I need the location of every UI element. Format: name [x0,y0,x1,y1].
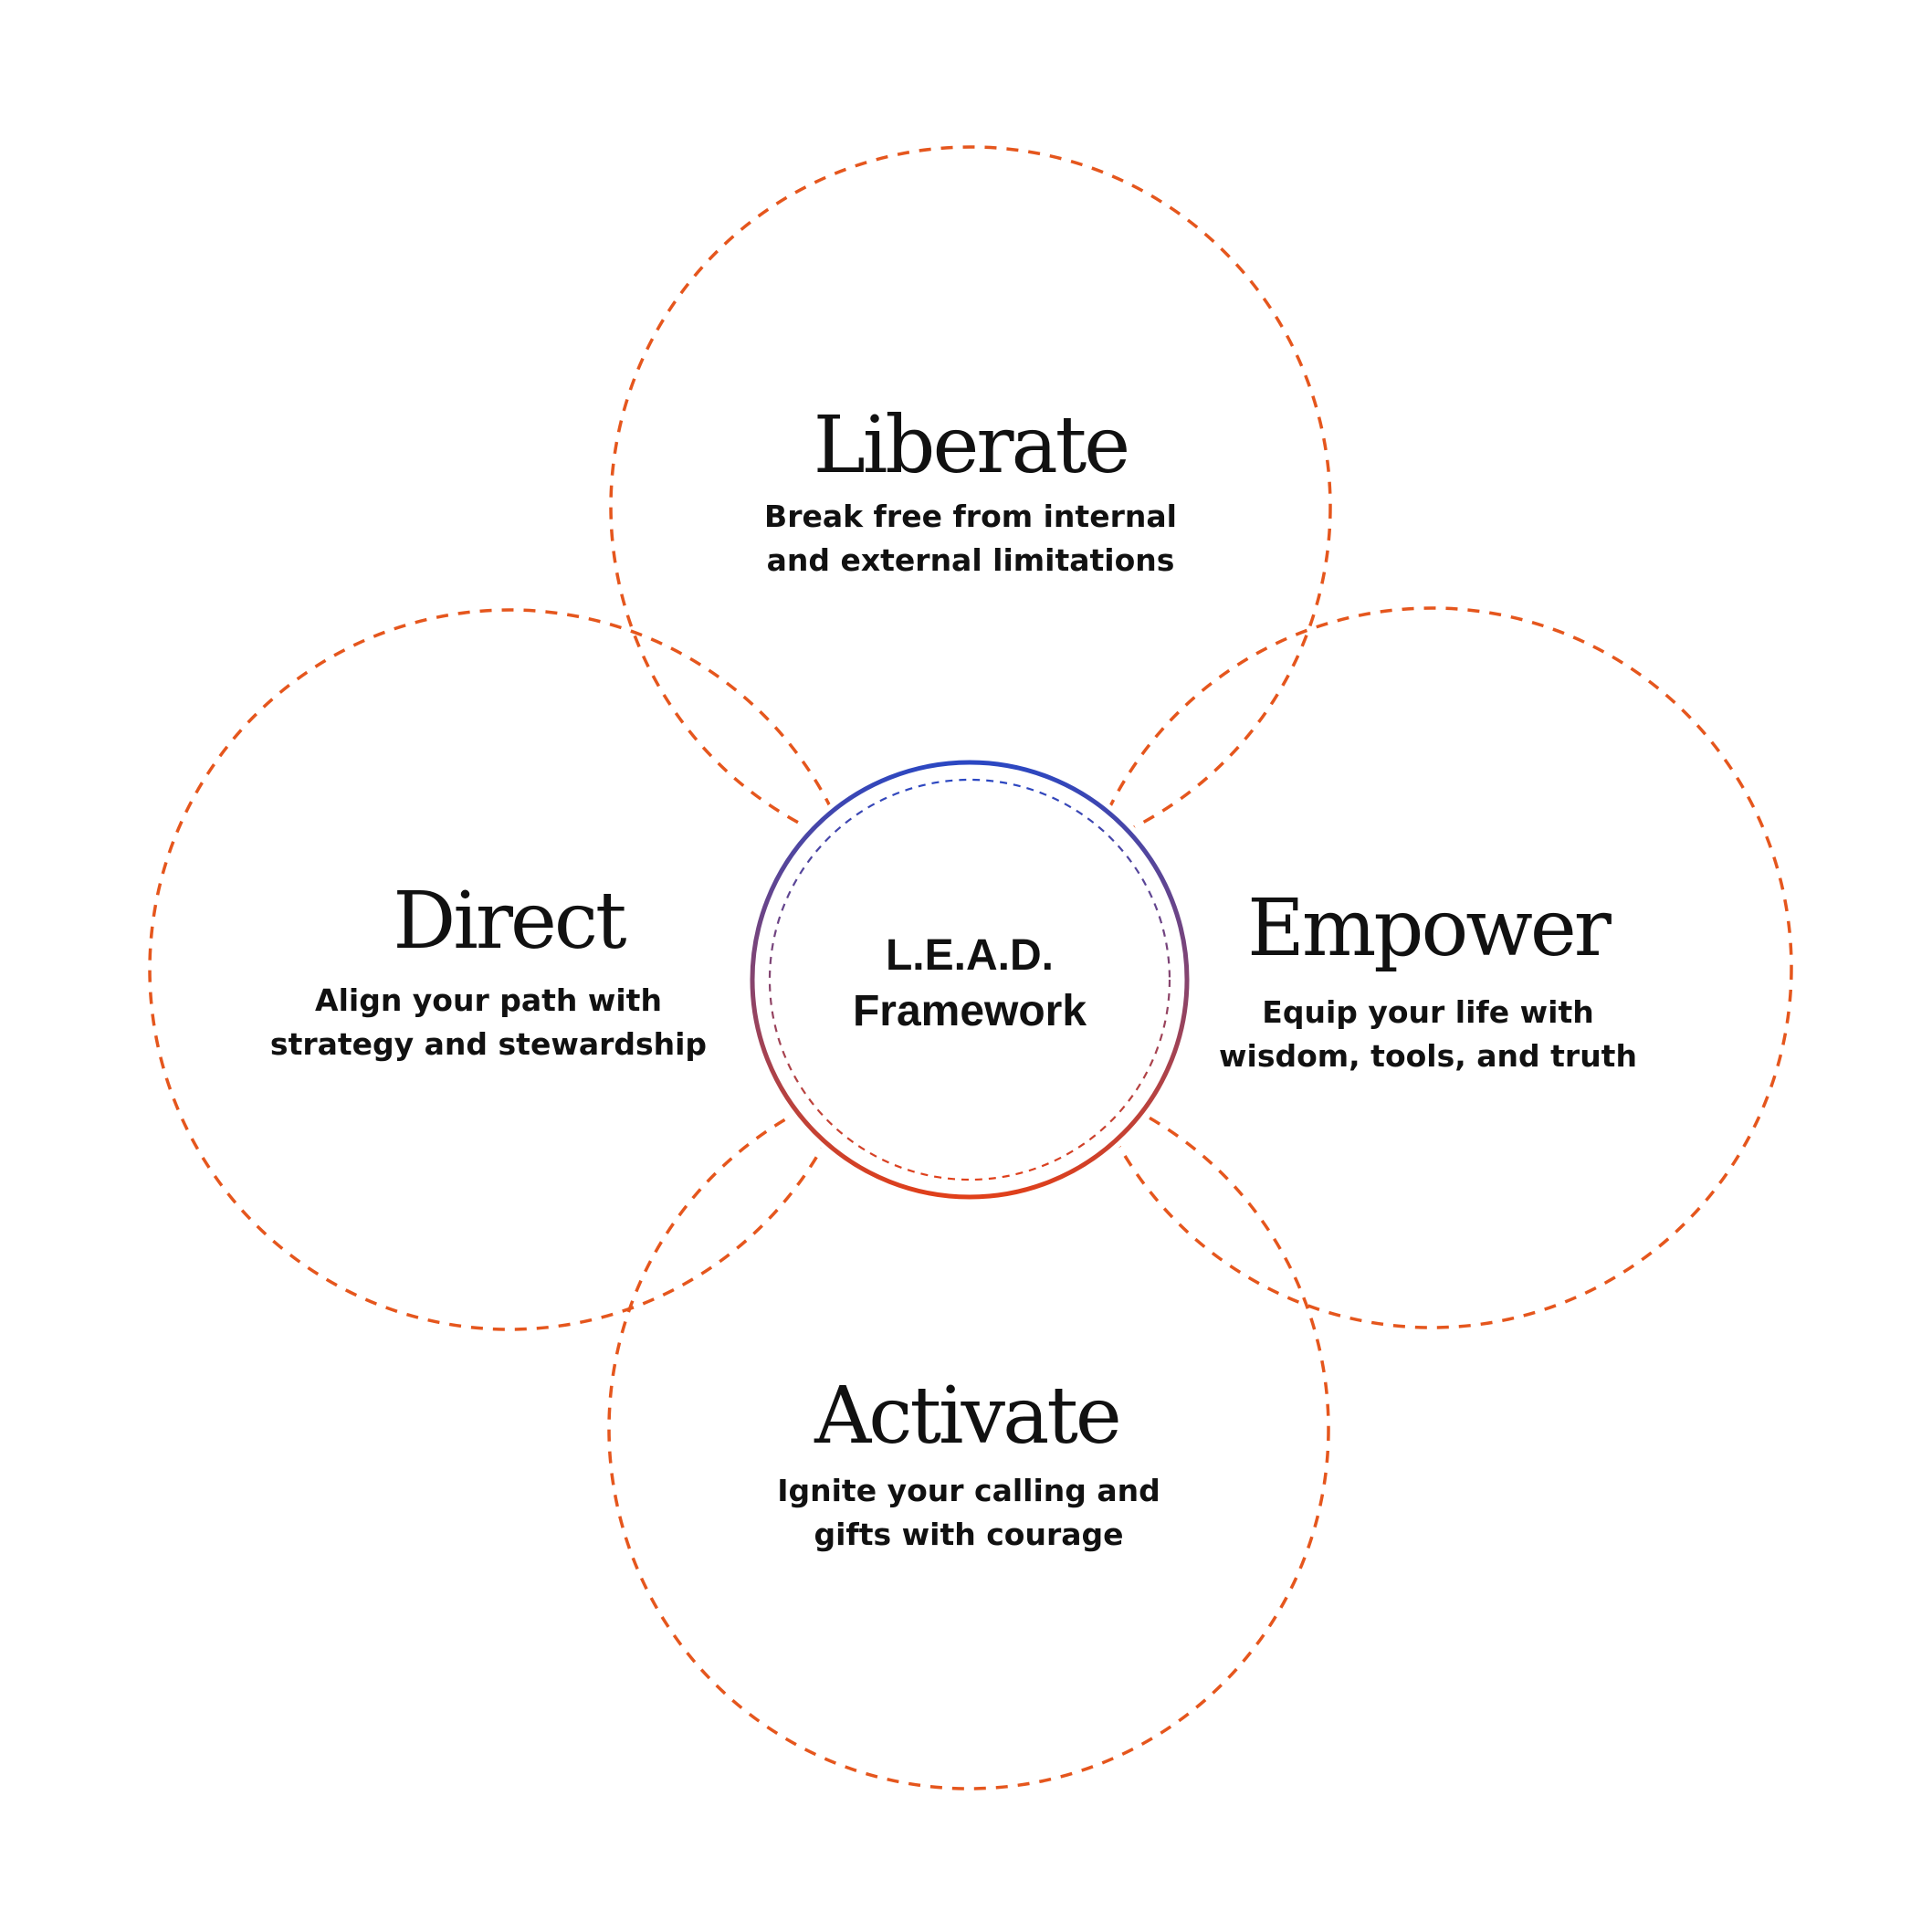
liberate-desc-line1: Break free from internal [764,499,1177,534]
empower-circle [1070,606,1793,1329]
liberate-desc-line2: and external limitations [767,542,1175,578]
empower-desc-line1: Equip your life with [1262,994,1593,1030]
direct-desc-line2: strategy and stewardship [270,1026,707,1062]
activate-desc-line1: Ignite your calling and [777,1473,1160,1508]
activate-desc-line2: gifts with courage [814,1517,1123,1552]
liberate-circle [609,145,1332,868]
direct-title: Direct [393,876,626,967]
liberate-title: Liberate [814,400,1128,491]
center-ring [750,760,1190,1200]
activate-title: Activate [814,1370,1119,1462]
center-backdrop [745,755,1194,1204]
direct-desc-line1: Align your path with [315,982,662,1018]
center-title-line1: L.E.A.D. [886,931,1054,980]
center-title-line2: Framework [853,987,1087,1035]
center-inner-dashed-ring [768,778,1171,1181]
empower-title: Empower [1247,883,1612,974]
empower-desc-line2: wisdom, tools, and truth [1219,1038,1637,1074]
